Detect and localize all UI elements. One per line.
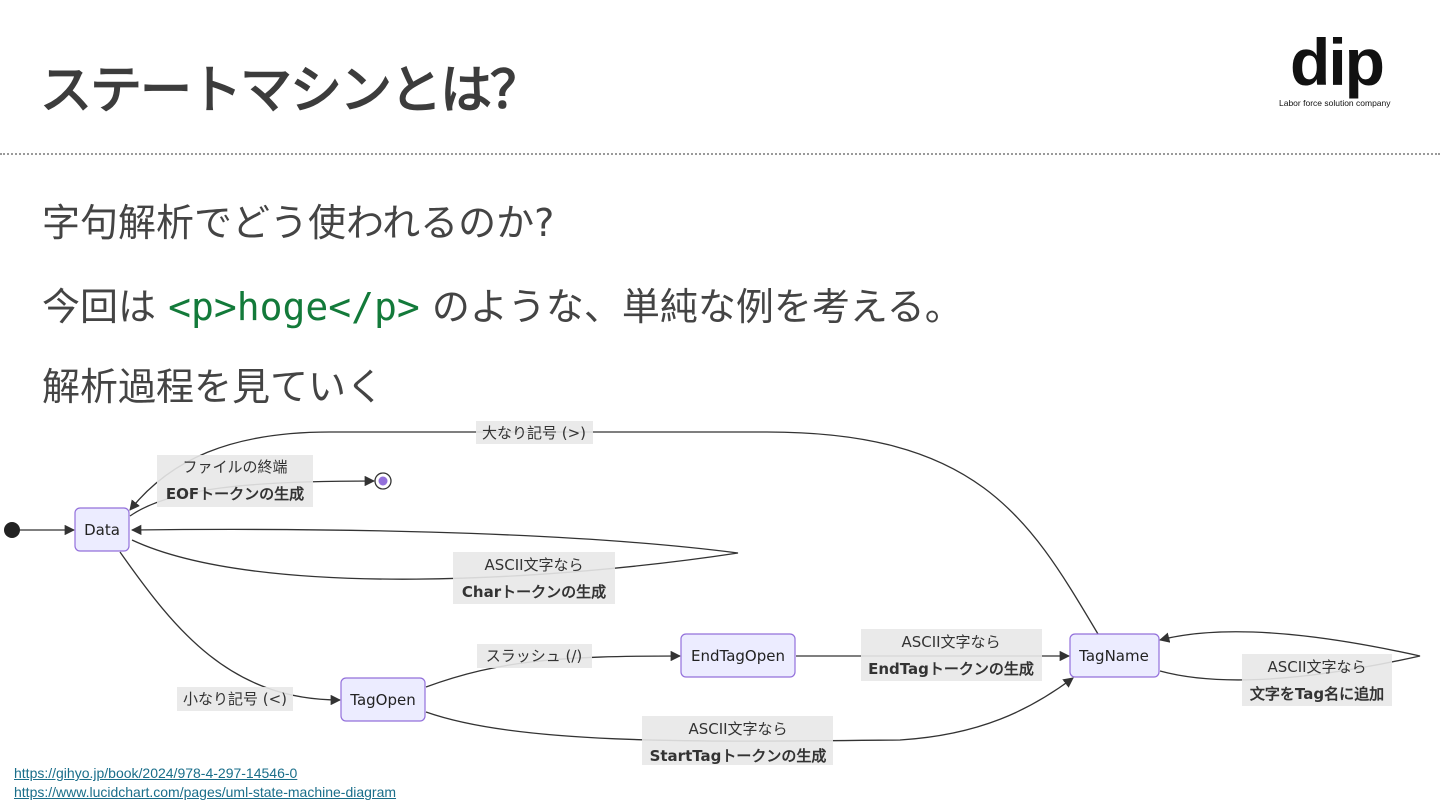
- example-prefix: 今回は: [42, 285, 169, 329]
- reference-links: https://gihyo.jp/book/2024/978-4-297-145…: [14, 764, 396, 802]
- state-tagname: [1069, 633, 1160, 678]
- label-tagname-to-data: 大なり記号 (>): [482, 424, 586, 442]
- company-logo: dip Labor force solution company: [1276, 25, 1412, 114]
- label-bg-endtag: [861, 629, 1042, 681]
- label-starttag-line2: StartTagトークンの生成: [650, 747, 827, 765]
- label-tagname-self-line1: ASCII文字なら: [1267, 658, 1366, 676]
- label-tagname-self-line2: 文字をTag名に追加: [1250, 685, 1384, 703]
- label-endtag-line2: EndTagトークンの生成: [868, 660, 1034, 678]
- state-data: [74, 507, 130, 552]
- edge-data-to-tagopen: [119, 551, 342, 706]
- state-endtagopen-label: EndTagOpen: [691, 647, 785, 665]
- label-eof-line2: EOFトークンの生成: [166, 485, 304, 503]
- logo-mark: dip: [1290, 25, 1385, 99]
- label-bg-eof: [157, 455, 313, 507]
- state-endtagopen: [680, 633, 796, 678]
- title-divider: [0, 153, 1440, 155]
- bullet-process: 解析過程を見ていく: [42, 365, 385, 409]
- label-bg-less-than: [177, 687, 293, 711]
- label-starttag-line1: ASCII文字なら: [688, 720, 787, 738]
- label-bg-starttag: [642, 716, 833, 765]
- label-bg-tagname-to-data: [476, 421, 593, 444]
- label-char-line2: Charトークンの生成: [462, 583, 606, 601]
- reference-link-lucidchart[interactable]: https://www.lucidchart.com/pages/uml-sta…: [14, 784, 397, 800]
- initial-state: [4, 522, 20, 538]
- edge-data-self-char: [130, 524, 739, 580]
- logo-tagline: Labor force solution company: [1279, 98, 1391, 108]
- label-eof-line1: ファイルの終端: [182, 458, 287, 476]
- edge-tagname-self: [1158, 631, 1421, 681]
- label-char-line1: ASCII文字なら: [484, 556, 583, 574]
- example-code: <p>hoge</p>: [168, 285, 420, 329]
- state-tagopen-label: TagOpen: [349, 691, 415, 709]
- label-bg-slash: [477, 644, 592, 668]
- state-tagname-label: TagName: [1078, 647, 1149, 665]
- bullet-question: 字句解析でどう使われるのか?: [42, 201, 555, 245]
- bullet-example: 今回は <p>hoge</p> のような、単純な例を考える。: [42, 276, 963, 331]
- label-less-than: 小なり記号 (<): [183, 690, 287, 708]
- state-data-label: Data: [84, 521, 120, 539]
- state-machine-diagram: 大なり記号 (>) ファイルの終端 EOFトークンの生成 ASCII文字なら C…: [4, 421, 1421, 765]
- label-bg-tagname-self: [1242, 654, 1392, 706]
- reference-link-gihyo[interactable]: https://gihyo.jp/book/2024/978-4-297-145…: [14, 765, 298, 781]
- final-state: [374, 472, 392, 490]
- label-endtag-line1: ASCII文字なら: [901, 633, 1000, 651]
- label-slash: スラッシュ (/): [486, 647, 583, 665]
- example-suffix: のような、単純な例を考える。: [419, 285, 963, 329]
- label-bg-char: [453, 552, 615, 604]
- state-tagopen: [340, 677, 426, 722]
- page-title: ステートマシンとは？: [40, 61, 542, 121]
